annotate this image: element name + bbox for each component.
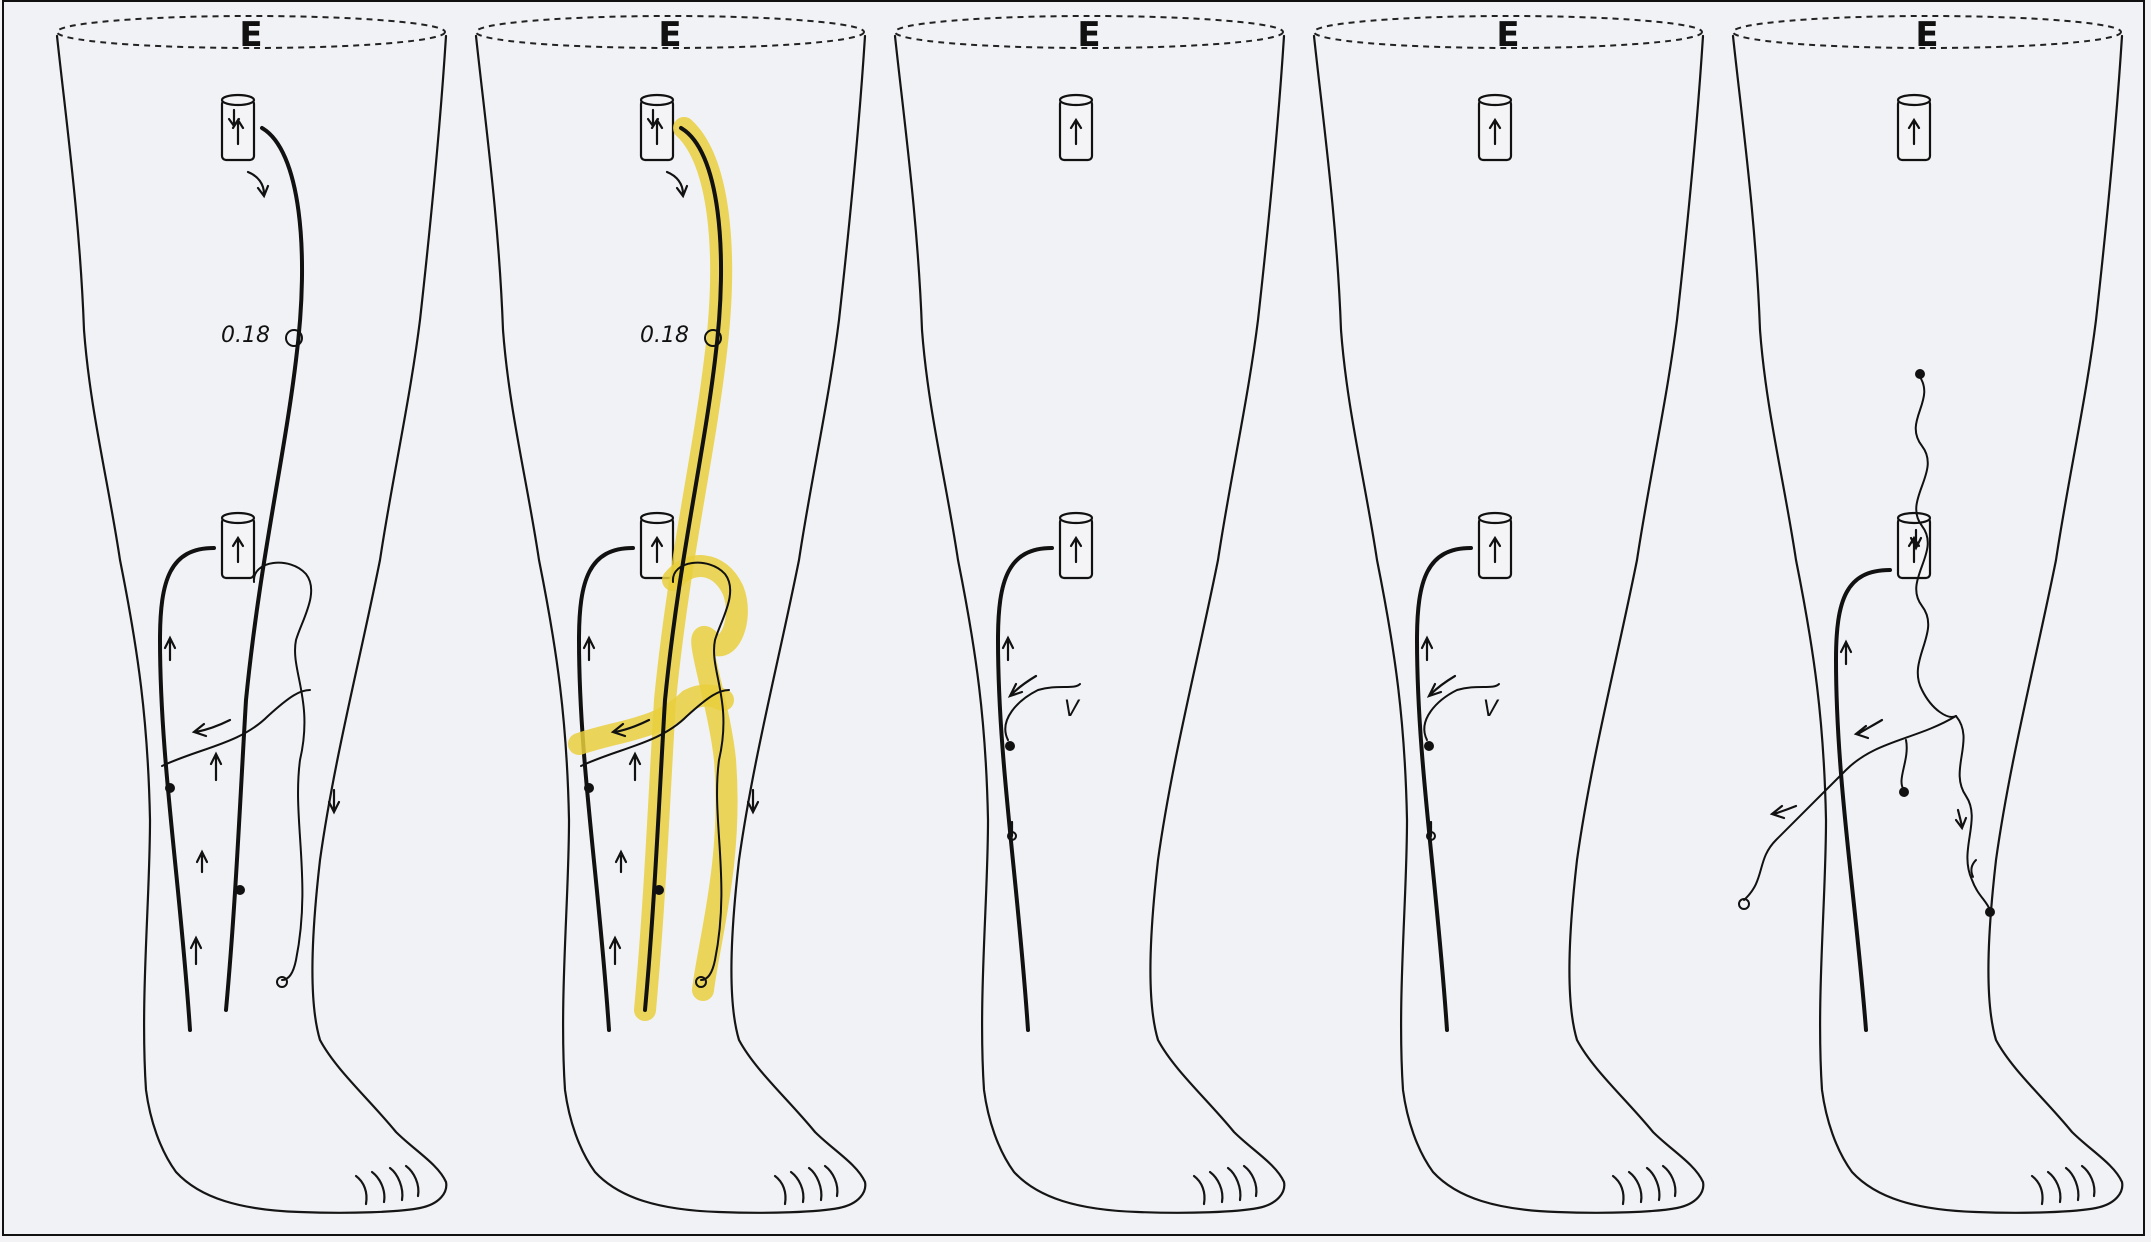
flow-up-arrow-icon <box>1003 638 1013 660</box>
toe-line <box>1244 1166 1256 1196</box>
flow-arrow-icon <box>1772 806 1796 818</box>
view-label: E <box>239 15 262 55</box>
small-saphenous-vein <box>1836 570 1890 1030</box>
flow-arrow-icon <box>194 720 230 736</box>
toe-line <box>406 1166 418 1196</box>
perforator-dot <box>235 885 245 895</box>
leg-panel-5: E <box>1733 15 2122 1213</box>
toe-line <box>775 1176 786 1204</box>
thigh-probe <box>1479 95 1511 160</box>
vein-end-dot <box>1985 907 1995 917</box>
flow-arrow-icon <box>1856 720 1882 738</box>
toe-line <box>2066 1168 2078 1200</box>
calf-probe <box>641 513 673 578</box>
small-saphenous-vein <box>1417 548 1471 1030</box>
measurement-annotation: 0.18 <box>221 323 270 348</box>
flow-down-arrow-icon <box>1956 810 1966 828</box>
tortuous-tributary <box>254 563 311 980</box>
perforator-dot <box>165 783 175 793</box>
toe-line <box>390 1168 402 1200</box>
measurement-annotation: 0.18 <box>640 323 689 348</box>
flow-arrow-icon <box>248 172 268 196</box>
view-label: E <box>1915 15 1938 55</box>
toe-line <box>825 1166 837 1196</box>
toe-line <box>2082 1166 2094 1196</box>
thigh-probe <box>222 95 254 160</box>
toe-line <box>1613 1176 1624 1204</box>
perforator-dot <box>1005 741 1015 751</box>
vein-end-marker <box>277 977 287 987</box>
toe-line <box>809 1168 821 1200</box>
leg-outline <box>895 36 1284 1213</box>
toe-line <box>1647 1168 1659 1200</box>
perforator-vein <box>162 690 310 766</box>
perforator-dot <box>654 885 664 895</box>
reflux-annotation: V <box>1483 697 1500 722</box>
toes <box>775 1166 837 1204</box>
flow-up-arrow-icon <box>211 754 221 780</box>
calf-probe <box>1479 513 1511 578</box>
leg-panel-3: EV <box>895 15 1284 1213</box>
flow-arrow-icon <box>667 172 687 196</box>
view-label: E <box>1496 15 1519 55</box>
toes <box>1194 1166 1256 1204</box>
flow-up-arrow-icon <box>616 852 626 872</box>
view-label: E <box>658 15 681 55</box>
branch-vein <box>1971 860 1976 877</box>
flow-up-arrow-icon <box>1422 638 1432 660</box>
toe-line <box>372 1172 384 1202</box>
branch-vein <box>1901 740 1906 790</box>
probe-cap <box>641 95 673 105</box>
toe-line <box>1210 1172 1222 1202</box>
toe-line <box>2032 1176 2043 1204</box>
probe-cap <box>1898 95 1930 105</box>
small-saphenous-vein <box>998 548 1052 1030</box>
flow-up-arrow-icon <box>630 754 640 780</box>
thigh-probe <box>1060 95 1092 160</box>
flow-up-arrow-icon <box>165 638 175 660</box>
flow-up-arrow-icon <box>191 938 201 964</box>
probe-cap <box>1060 95 1092 105</box>
probe-cap <box>641 513 673 523</box>
calf-probe <box>222 513 254 578</box>
perforator-dot <box>584 783 594 793</box>
leg-outline <box>57 36 446 1213</box>
thigh-probe <box>1898 95 1930 160</box>
flow-up-arrow-icon <box>610 938 620 964</box>
toes <box>356 1166 418 1204</box>
toes <box>2032 1166 2094 1204</box>
leg-outline <box>1314 36 1703 1213</box>
leg-panel-4: EV <box>1314 15 1703 1213</box>
perforator-dot <box>1424 741 1434 751</box>
flow-up-arrow-icon <box>197 852 207 872</box>
probe-cap <box>1479 95 1511 105</box>
probe-cap <box>222 95 254 105</box>
leg-panel-2: E 0.18 <box>476 15 865 1213</box>
toe-line <box>1228 1168 1240 1200</box>
tortuous-vein-lower <box>1956 716 1990 910</box>
toe-line <box>356 1176 367 1204</box>
toe-line <box>791 1172 803 1202</box>
probe-cap <box>222 513 254 523</box>
vein-end-dot <box>1915 369 1925 379</box>
toe-line <box>1194 1176 1205 1204</box>
probe-cap <box>1479 513 1511 523</box>
flow-up-arrow-icon <box>1841 642 1851 664</box>
calf-probe <box>1060 513 1092 578</box>
flow-up-arrow-icon <box>584 638 594 660</box>
thigh-probe <box>641 95 673 160</box>
probe-cap <box>1060 513 1092 523</box>
reflux-annotation: V <box>1064 697 1081 722</box>
toe-line <box>2048 1172 2060 1202</box>
toe-line <box>1629 1172 1641 1202</box>
toes <box>1613 1166 1675 1204</box>
toe-line <box>1663 1166 1675 1196</box>
view-label: E <box>1077 15 1100 55</box>
probe-cap <box>1898 513 1930 523</box>
vein-end-dot <box>1899 787 1909 797</box>
leg-panel-1: E 0.18 <box>57 15 446 1213</box>
